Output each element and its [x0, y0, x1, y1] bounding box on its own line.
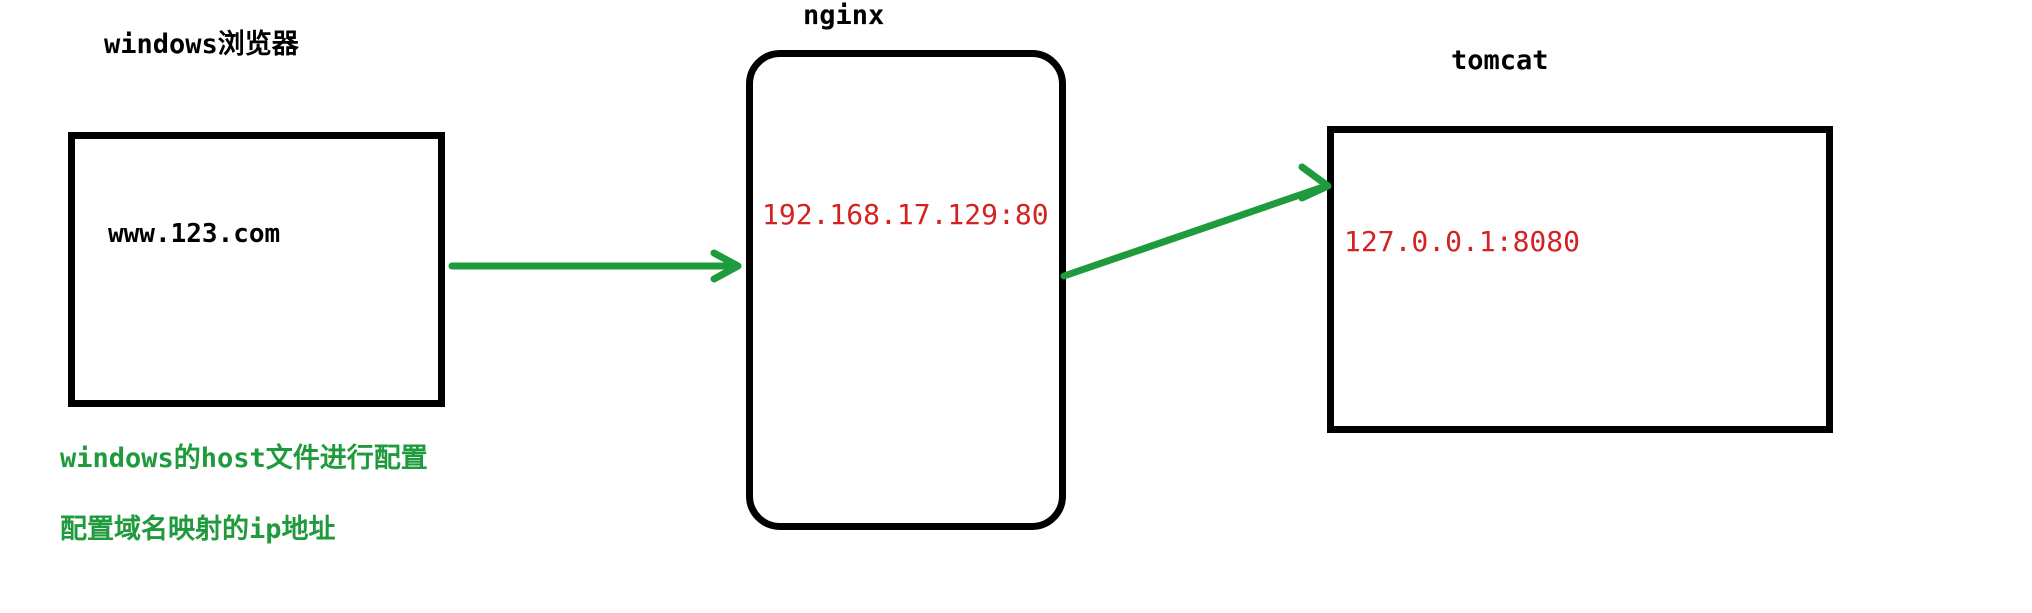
browser-title: windows浏览器 [104, 29, 299, 60]
browser-box [68, 132, 445, 407]
browser-note-line2: 配置域名映射的ip地址 [60, 514, 336, 545]
nginx-address: 192.168.17.129:80 [762, 198, 1049, 231]
tomcat-box [1327, 126, 1833, 433]
nginx-box [746, 50, 1066, 530]
browser-domain: www.123.com [108, 219, 281, 249]
arrow-browser-to-nginx [448, 249, 742, 283]
tomcat-address: 127.0.0.1:8080 [1344, 225, 1581, 258]
browser-note-line1: windows的host文件进行配置 [60, 443, 428, 474]
nginx-title: nginx [803, 0, 885, 31]
tomcat-title: tomcat [1451, 45, 1549, 76]
arrow-nginx-to-tomcat [1060, 163, 1332, 280]
